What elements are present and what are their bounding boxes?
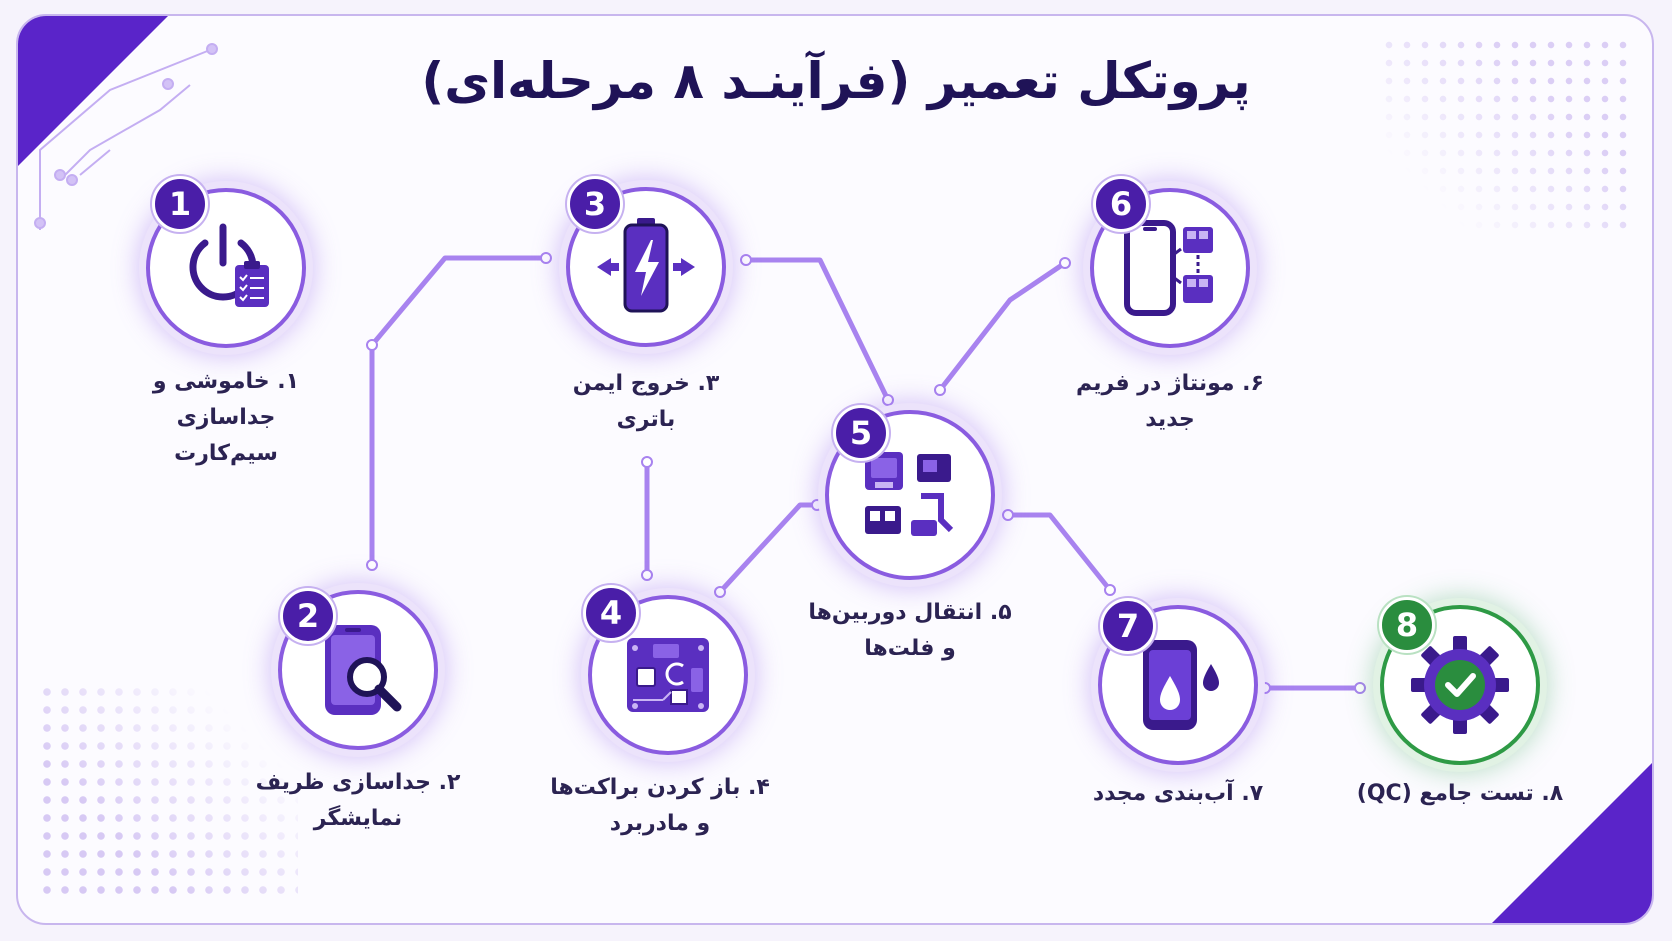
step-8-label: ۸. تست جامع (QC) bbox=[1340, 776, 1580, 812]
battery-icon bbox=[597, 218, 695, 313]
connector-2-3 bbox=[369, 255, 549, 568]
step-3-label: ۳. خروج ایمن باتری bbox=[526, 366, 766, 438]
phone-water-drop-icon bbox=[1143, 640, 1219, 730]
phone-assembly-icon bbox=[1124, 220, 1213, 316]
canvas-card bbox=[16, 14, 1654, 925]
modules-icon bbox=[865, 452, 954, 536]
step-3-node bbox=[566, 187, 726, 347]
step-1-label: ۱. خاموشی و جداسازی سیم‌کارت bbox=[106, 364, 346, 472]
step-4-subtitle: و مادربرد bbox=[609, 811, 711, 836]
step-2-title: ۲. جداسازی ظریف bbox=[255, 770, 461, 795]
page-title: پروتکل تعمیر (فرآینـد ۸ مرحله‌ای) bbox=[421, 52, 1251, 110]
corner-decoration-top-left bbox=[18, 16, 168, 166]
step-3-title: ۳. خروج ایمن bbox=[572, 371, 720, 396]
step-2-label: ۲. جداسازی ظریف نمایشگر bbox=[238, 765, 478, 837]
connector-3-5 bbox=[743, 257, 891, 403]
flow-connectors bbox=[369, 255, 1363, 691]
circuit-decoration bbox=[34, 43, 218, 230]
step-8-badge: 8 bbox=[1379, 597, 1435, 653]
step-6-title: ۶. مونتاژ در فریم bbox=[1076, 371, 1264, 396]
step-3-subtitle: باتری bbox=[616, 407, 676, 432]
step-4-title: ۴. باز کردن براکت‌ها bbox=[550, 775, 770, 800]
step-4-label: ۴. باز کردن براکت‌ها و مادربرد bbox=[540, 770, 780, 842]
step-4-badge: 4 bbox=[583, 585, 639, 641]
dot-pattern-bottom-left bbox=[38, 683, 298, 903]
step-2-subtitle: نمایشگر bbox=[313, 806, 403, 831]
step-5-label: ۵. انتقال دوربین‌ها و فلت‌ها bbox=[790, 595, 1030, 667]
power-clipboard-icon bbox=[189, 223, 269, 307]
corner-decoration-bottom-right bbox=[1492, 763, 1652, 923]
step-7-badge: 7 bbox=[1100, 598, 1156, 654]
gear-check-icon bbox=[1411, 636, 1509, 734]
step-6-subtitle: جدید bbox=[1145, 407, 1195, 432]
step-7-title: ۷. آب‌بندی مجدد bbox=[1092, 781, 1264, 806]
connector-4-5 bbox=[717, 502, 820, 595]
step-7-label: ۷. آب‌بندی مجدد bbox=[1058, 776, 1298, 812]
step-5-subtitle: و فلت‌ها bbox=[864, 636, 956, 661]
step-6-label: ۶. مونتاژ در فریم جدید bbox=[1050, 366, 1290, 438]
connector-5-7 bbox=[1005, 512, 1113, 593]
step-1-title: ۱. خاموشی و جداسازی bbox=[152, 369, 300, 430]
step-2-badge: 2 bbox=[280, 588, 336, 644]
dot-pattern-top-right bbox=[1380, 36, 1630, 236]
step-1-badge: 1 bbox=[152, 176, 208, 232]
step-8-title: ۸. تست جامع (QC) bbox=[1356, 781, 1564, 806]
step-6-badge: 6 bbox=[1093, 176, 1149, 232]
step-3-badge: 3 bbox=[567, 176, 623, 232]
step-5-title: ۵. انتقال دوربین‌ها bbox=[808, 600, 1012, 625]
phone-magnifier-icon bbox=[325, 625, 402, 715]
motherboard-icon bbox=[627, 638, 709, 712]
step-1-subtitle: سیم‌کارت bbox=[174, 441, 278, 466]
connector-5-6 bbox=[937, 260, 1068, 393]
step-5-badge: 5 bbox=[833, 405, 889, 461]
